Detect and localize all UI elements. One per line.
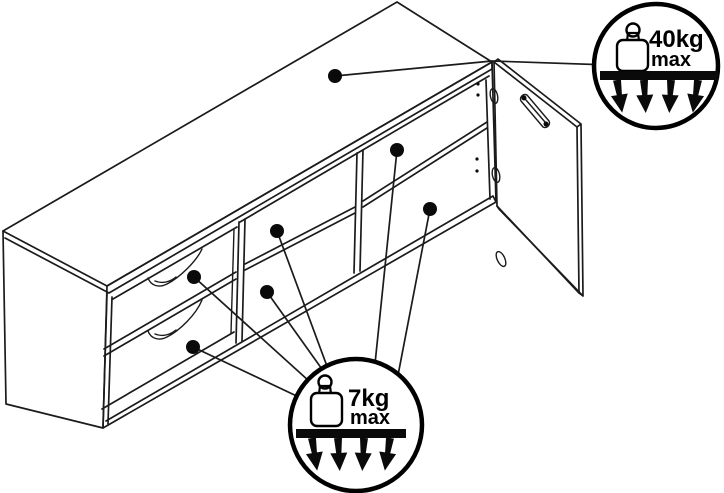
marker-dot [390, 143, 404, 157]
drawer-1 [112, 226, 238, 300]
opening-top-edge [239, 75, 490, 223]
door-handle [519, 93, 551, 129]
bottom-front-edge [105, 195, 497, 422]
drawer-1-handle [147, 248, 203, 287]
shelf-pin-holes [475, 82, 480, 173]
drawer-divider-edge [103, 271, 237, 357]
marker-dot [270, 224, 284, 238]
load-bar [600, 71, 718, 80]
door-thickness-edge [493, 58, 584, 297]
leader-line [393, 208, 431, 397]
down-arrow-icon [305, 437, 323, 471]
leader-line [371, 149, 398, 394]
hinge-icon [491, 166, 501, 184]
marker-dot-top [328, 69, 342, 83]
door-panel [493, 61, 580, 294]
cabinet-top-face [2, 1, 493, 287]
hinge-icon [495, 250, 507, 268]
marker-dot [186, 340, 200, 354]
drawer-2-bottom-edge [101, 331, 235, 410]
down-arrow-icon [610, 79, 628, 113]
drawer-2 [101, 228, 237, 410]
weight-icon [615, 22, 650, 73]
right-panel-front-edge [485, 79, 491, 200]
marker-dot [260, 285, 274, 299]
drawer-right-edge [230, 228, 235, 334]
cabinet-illustration [2, 1, 584, 429]
divider-left [235, 218, 246, 344]
pin-hole [475, 169, 479, 173]
load-bar [296, 429, 406, 438]
door [493, 58, 584, 297]
down-arrow-icon [379, 437, 397, 471]
shelf-left [244, 206, 356, 271]
load-value-label: 40kg [649, 26, 704, 53]
drawer-1-top-edge [112, 226, 238, 300]
weight-body [309, 391, 344, 428]
down-arrow-icon [330, 437, 348, 471]
weight-icon [309, 374, 344, 428]
pin-hole [475, 157, 479, 161]
shelf-right [362, 121, 488, 208]
cabinet-top-edge-underside [4, 61, 493, 294]
load-qualifier-label: max [651, 49, 691, 71]
marker-dot [187, 270, 201, 284]
weight-neck [625, 31, 641, 42]
load-value-label: 7kg [348, 385, 389, 412]
down-arrow-icon [636, 79, 654, 113]
weight-body [615, 38, 650, 73]
load-arrows [305, 437, 397, 471]
callout-top-load: 40kg max [591, 1, 721, 131]
door-handle-end [521, 95, 527, 101]
callout-shelf-load: 7kg max [287, 356, 425, 493]
divider-middle [353, 149, 364, 274]
leader-line-top [334, 60, 641, 77]
down-arrow-icon [687, 79, 705, 113]
down-arrow-icon [354, 437, 372, 471]
load-qualifier-label: max [350, 407, 390, 429]
pin-hole [476, 82, 480, 86]
weight-neck [317, 384, 333, 395]
load-markers [186, 69, 437, 354]
hinge-marks [489, 87, 507, 268]
drawer-2-handle [147, 299, 203, 340]
down-arrow-icon [661, 79, 679, 113]
door-handle-end [543, 121, 549, 127]
pin-hole [476, 93, 480, 97]
load-arrows [610, 79, 705, 113]
marker-dot [423, 202, 437, 216]
